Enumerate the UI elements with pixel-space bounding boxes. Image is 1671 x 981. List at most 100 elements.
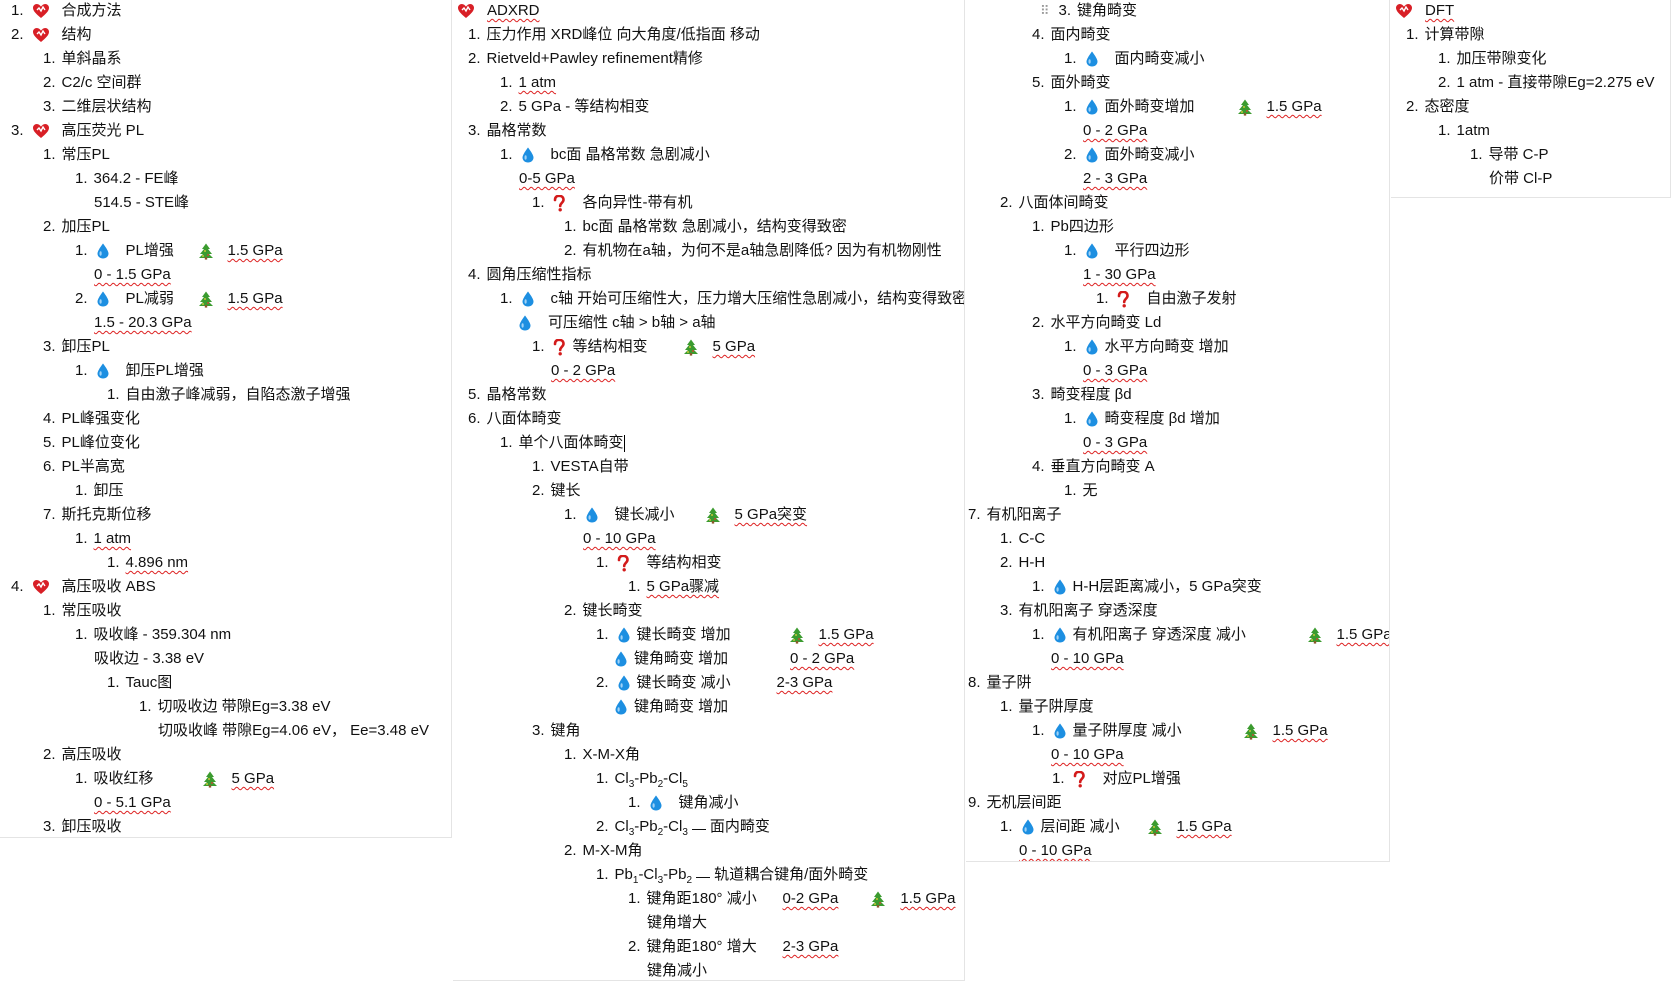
topic-label[interactable]: 高压荧光 PL	[61, 122, 145, 139]
note-text[interactable]: 量子阱厚度	[1018, 698, 1094, 715]
note-text[interactable]: 键角畸变	[1077, 2, 1138, 19]
note-text[interactable]: Rietveld+Pawley refinement精修	[486, 50, 703, 67]
note-text[interactable]: 4.896 nm	[125, 554, 189, 571]
note-text[interactable]: H-H层距离减小，5 GPa突变	[1072, 578, 1262, 595]
note-text[interactable]: 1 atm	[93, 530, 132, 547]
note-text[interactable]: PL峰位变化	[61, 434, 140, 451]
note-text[interactable]: 切吸收峰 带隙Eg=4.06 eV， Ee=3.48 eV	[158, 722, 429, 739]
pressure-value[interactable]: 5 GPa突变	[734, 506, 808, 523]
pressure-value[interactable]: 1.5 GPa	[1336, 626, 1390, 643]
note-text[interactable]: 加压PL	[61, 218, 110, 235]
note-text[interactable]: 量子阱厚度 减小	[1072, 722, 1182, 739]
note-text[interactable]: 圆角压缩性指标	[486, 266, 592, 283]
note-text[interactable]: 压力作用 XRD峰位 向大角度/低指面 移动	[486, 26, 760, 43]
pressure-range[interactable]: 0 - 10 GPa	[1051, 650, 1124, 667]
note-text[interactable]: 卸压PL增强	[125, 362, 204, 379]
formula-cl3-pb2-cl5[interactable]: 1.Cl3-Pb2-Cl5	[596, 768, 688, 790]
note-text[interactable]: 八面体间畸变	[1018, 194, 1109, 211]
note-text[interactable]: 1atm	[1456, 122, 1490, 139]
note-text[interactable]: 吸收边 - 3.38 eV	[94, 650, 205, 667]
note-text[interactable]: 平行四边形	[1114, 242, 1190, 259]
note-text[interactable]: 键角畸变 增加	[634, 698, 729, 715]
note-text[interactable]: PL增强	[125, 242, 174, 259]
note-text[interactable]: Tauc图	[125, 674, 173, 691]
note-text[interactable]: PL峰强变化	[61, 410, 140, 427]
note-text[interactable]: 键长畸变	[582, 602, 643, 619]
note-text[interactable]: VESTA自带	[550, 458, 629, 475]
pressure-value[interactable]: 5 GPa	[712, 338, 756, 355]
note-text[interactable]: 有机阳离子	[986, 506, 1062, 523]
note-text[interactable]: 514.5 - STE峰	[94, 194, 190, 211]
note-text[interactable]: Pb四边形	[1050, 218, 1114, 235]
note-text[interactable]: bc面 晶格常数 急剧减小	[550, 146, 710, 163]
pressure-range[interactable]: 0 - 2 GPa	[551, 362, 616, 379]
note-text[interactable]: 有机阳离子 穿透深度 减小	[1072, 626, 1246, 643]
note-text[interactable]: C2/c 空间群	[61, 74, 142, 91]
note-text[interactable]: 5 GPa骤减	[646, 578, 720, 595]
pressure-range[interactable]: 0 - 10 GPa	[1019, 842, 1092, 859]
note-text[interactable]: 有机阳离子 穿透深度	[1018, 602, 1158, 619]
note-text[interactable]: 自由激子发射	[1146, 290, 1237, 307]
note-text[interactable]: 单斜晶系	[61, 50, 122, 67]
note-text[interactable]: 面内畸变	[1050, 26, 1111, 43]
note-text[interactable]: 等结构相变	[572, 338, 648, 355]
note-text[interactable]: 1 atm - 直接带隙Eg=2.275 eV	[1456, 74, 1655, 91]
note-text[interactable]: 可压缩性 c轴 > b轴 > a轴	[548, 314, 716, 331]
topic-label[interactable]: 合成方法	[61, 2, 122, 19]
note-text[interactable]: 自由激子峰减弱，自陷态激子增强	[125, 386, 351, 403]
note-text[interactable]: 1 atm	[518, 74, 557, 91]
note-text[interactable]: H-H	[1018, 554, 1046, 571]
note-text[interactable]: 键角畸变 增加	[634, 650, 729, 667]
page-title[interactable]: ADXRD	[487, 2, 540, 19]
note-text[interactable]: 面外畸变增加	[1104, 98, 1195, 115]
note-text[interactable]: 单个八面体畸变	[518, 434, 624, 451]
pressure-range[interactable]: 0 - 2 GPa	[790, 650, 855, 667]
note-text[interactable]: 有机物在a轴，为何不是a轴急剧降低? 因为有机物刚性	[582, 242, 942, 259]
note-text[interactable]: 高压吸收	[61, 746, 122, 763]
note-text[interactable]: 价带 Cl-P	[1489, 170, 1553, 187]
note-text[interactable]: 无	[1082, 482, 1098, 499]
pressure-range[interactable]: 1 - 30 GPa	[1083, 266, 1156, 283]
note-text[interactable]: 吸收峰 - 359.304 nm	[93, 626, 232, 643]
note-text[interactable]: bc面 晶格常数 急剧减小，结构变得致密	[582, 218, 847, 235]
note-text[interactable]: 态密度	[1424, 98, 1470, 115]
note-text[interactable]: 键角	[550, 722, 581, 739]
note-text[interactable]: 畸变程度 βd 增加	[1104, 410, 1220, 427]
note-text[interactable]: 常压PL	[61, 146, 110, 163]
pressure-value[interactable]: 1.5 GPa	[227, 290, 283, 307]
note-text[interactable]: 计算带隙	[1424, 26, 1485, 43]
note-text[interactable]: 键角增大	[647, 914, 708, 931]
pressure-value[interactable]: 1.5 GPa	[227, 242, 283, 259]
note-text[interactable]: 导带 C-P	[1488, 146, 1549, 163]
note-text[interactable]: PL减弱	[125, 290, 174, 307]
pressure-range[interactable]: 0 - 10 GPa	[1051, 746, 1124, 763]
note-text[interactable]: 键角距180° 增大	[646, 938, 757, 955]
note-text[interactable]: 面内畸变减小	[1114, 50, 1205, 67]
note-text[interactable]: 晶格常数	[486, 122, 547, 139]
note-text[interactable]: 切吸收边 带隙Eg=3.38 eV	[157, 698, 331, 715]
pressure-value[interactable]: 1.5 GPa	[1272, 722, 1328, 739]
topic-label[interactable]: 结构	[61, 26, 92, 43]
note-text[interactable]: 垂直方向畸变 A	[1050, 458, 1155, 475]
note-text[interactable]: 各向异性-带有机	[582, 194, 693, 211]
note-text[interactable]: 等结构相变	[646, 554, 722, 571]
note-text[interactable]: 键长畸变 增加	[636, 626, 731, 643]
page-title[interactable]: DFT	[1425, 2, 1455, 19]
pressure-range[interactable]: 0-2 GPa	[782, 890, 839, 907]
note-text[interactable]: 对应PL增强	[1102, 770, 1181, 787]
note-text[interactable]: 364.2 - FE峰	[93, 170, 179, 187]
topic-label[interactable]: 高压吸收 ABS	[61, 578, 156, 595]
note-text[interactable]: PL半高宽	[61, 458, 125, 475]
note-text[interactable]: 斯托克斯位移	[61, 506, 152, 523]
pressure-range[interactable]: 0 - 2 GPa	[1083, 122, 1148, 139]
note-text[interactable]: 层间距 减小	[1040, 818, 1120, 835]
note-text[interactable]: 卸压PL	[61, 338, 110, 355]
pressure-range[interactable]: 0 - 3 GPa	[1083, 434, 1148, 451]
note-text[interactable]: 吸收红移	[93, 770, 154, 787]
note-text[interactable]: 无机层间距	[986, 794, 1062, 811]
pressure-value[interactable]: 1.5 GPa	[818, 626, 874, 643]
note-text[interactable]: 加压带隙变化	[1456, 50, 1547, 67]
pressure-range[interactable]: 1.5 - 20.3 GPa	[94, 314, 192, 331]
